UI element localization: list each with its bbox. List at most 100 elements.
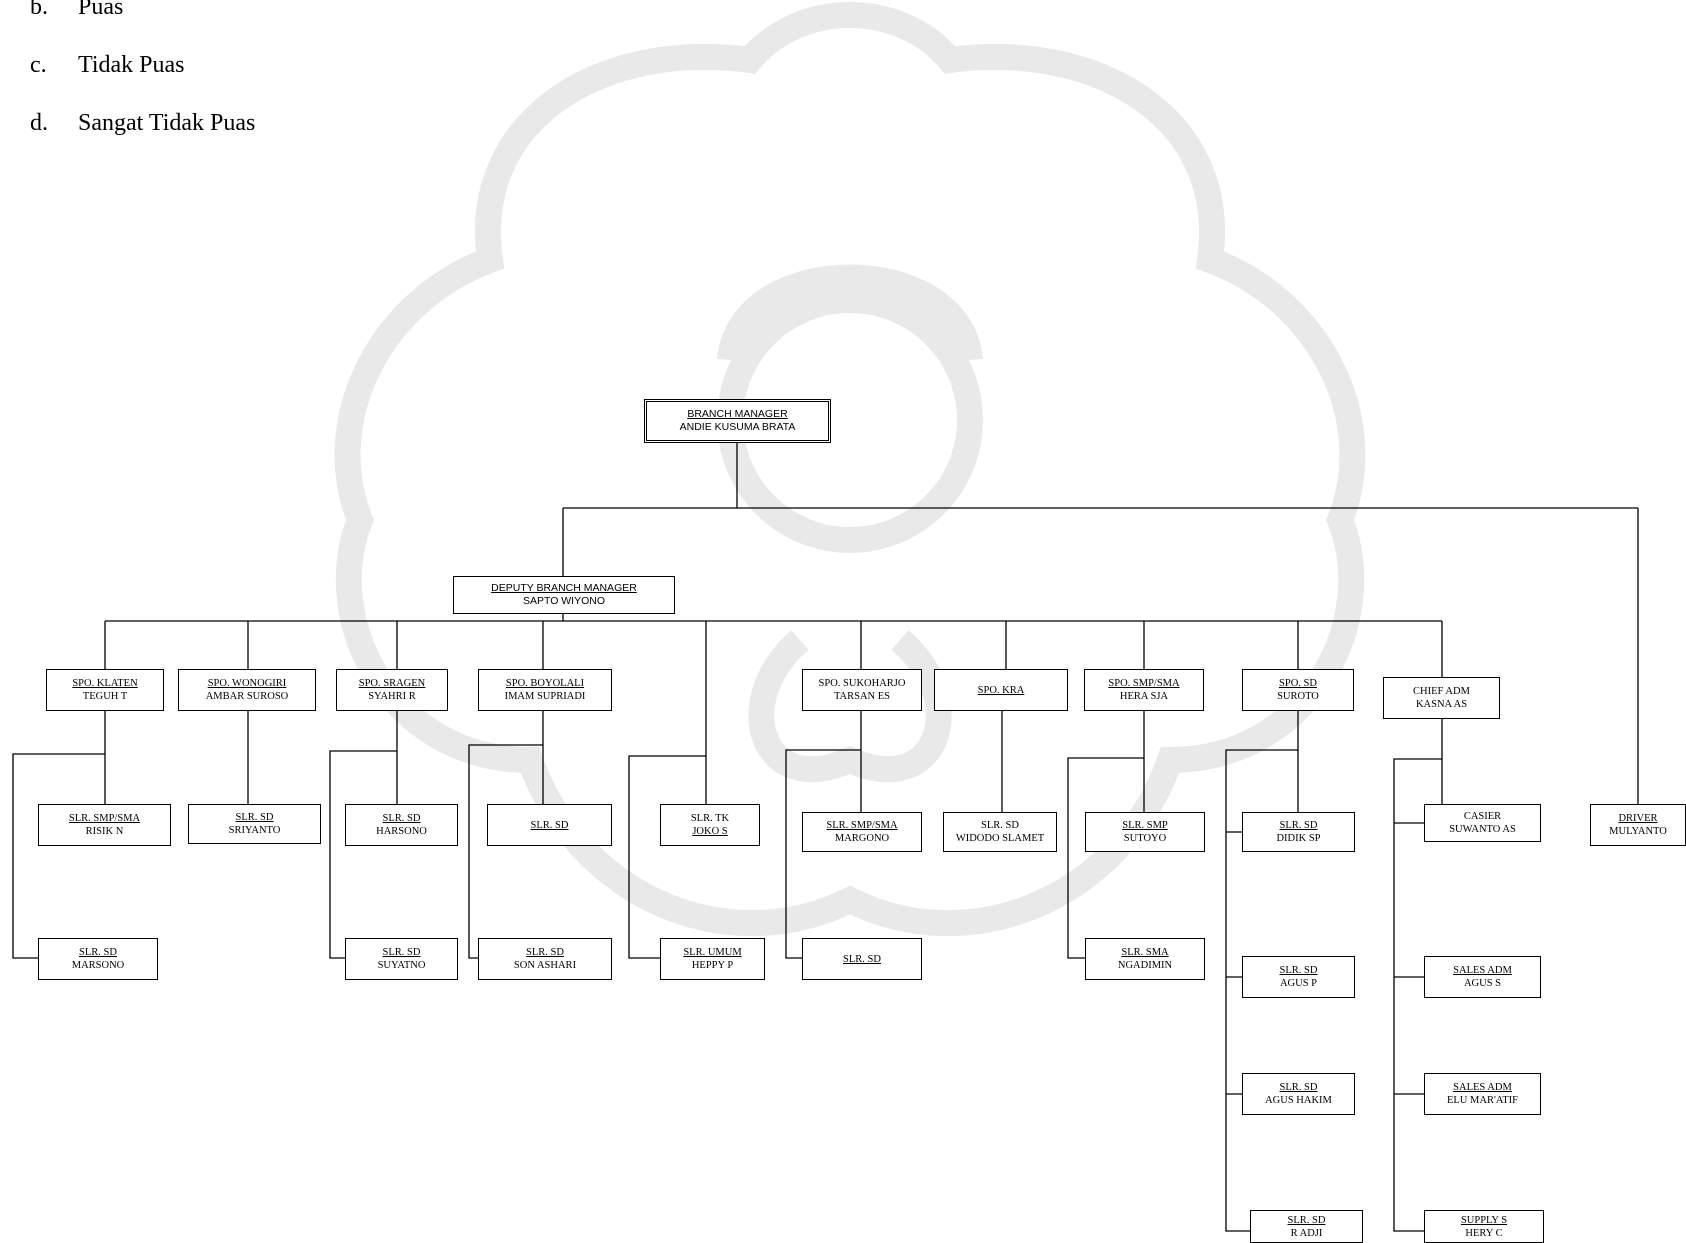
node-title: SPO. KRA — [978, 684, 1025, 697]
node-title: SPO. SD — [1279, 677, 1317, 690]
node-title: SLR. SD — [383, 812, 421, 825]
node-title: SLR. SD — [1280, 1081, 1318, 1094]
node-title: SLR. SD — [526, 946, 564, 959]
node-title: SLR. TK — [691, 812, 729, 825]
node-name: ELU MAR'ATIF — [1447, 1094, 1518, 1107]
node-driver: DRIVER MULYANTO — [1590, 804, 1686, 846]
node-name: WIDODO SLAMET — [956, 832, 1044, 845]
node-name: AMBAR SUROSO — [206, 690, 289, 703]
node-title: SUPPLY S — [1461, 1214, 1507, 1227]
node-title: SPO. BOYOLALI — [506, 677, 584, 690]
node-title: DEPUTY BRANCH MANAGER — [491, 582, 637, 595]
node-title: SLR. SMP/SMA — [826, 819, 897, 832]
node-name: SUYATNO — [378, 959, 426, 972]
node-title: SPO. SMP/SMA — [1108, 677, 1179, 690]
node-name: KASNA AS — [1416, 698, 1467, 711]
node-staff: CASIERSUWANTO AS — [1424, 804, 1541, 842]
node-name: ANDIE KUSUMA BRATA — [680, 421, 796, 434]
node-name: SUROTO — [1277, 690, 1319, 703]
node-title: SLR. SD — [843, 953, 881, 966]
node-name: HEPPY P — [692, 959, 733, 972]
node-title: SPO. SRAGEN — [359, 677, 426, 690]
node-name: HERA SJA — [1120, 690, 1168, 703]
node-name: IMAM SUPRIADI — [505, 690, 586, 703]
node-name: MARGONO — [835, 832, 889, 845]
node-title: SLR. SMP — [1122, 819, 1168, 832]
node-name: TARSAN ES — [834, 690, 890, 703]
node-name: SYAHRI R — [368, 690, 416, 703]
node-title: SLR. SD — [531, 819, 569, 832]
node-title: SLR. SD — [79, 946, 117, 959]
node-title: SLR. SD — [236, 811, 274, 824]
node-name: SUTOYO — [1124, 832, 1166, 845]
node-name: JOKO S — [692, 825, 727, 838]
node-chief-adm: CHIEF ADMKASNA AS — [1383, 677, 1500, 719]
node-deputy-branch-manager: DEPUTY BRANCH MANAGER SAPTO WIYONO — [453, 576, 675, 614]
node-title: SLR. UMUM — [683, 946, 741, 959]
node-title: SPO. KLATEN — [72, 677, 137, 690]
node-title: SALES ADM — [1453, 1081, 1512, 1094]
node-staff: SLR. SD — [487, 804, 612, 846]
node-name: HERY C — [1465, 1227, 1502, 1240]
node-title: SLR. SD — [383, 946, 421, 959]
node-name: SRIYANTO — [229, 824, 281, 837]
node-name: MARSONO — [72, 959, 125, 972]
node-name: MULYANTO — [1609, 825, 1667, 838]
node-name: R ADJI — [1291, 1227, 1323, 1240]
node-name: SON ASHARI — [514, 959, 576, 972]
node-name: NGADIMIN — [1118, 959, 1172, 972]
node-spo-kra: SPO. KRA — [934, 669, 1068, 711]
node-name: TEGUH T — [83, 690, 127, 703]
node-name: AGUS P — [1280, 977, 1317, 990]
node-title: SLR. SD — [1280, 819, 1318, 832]
node-title: SLR. SD — [981, 819, 1019, 832]
node-title: SLR. SMP/SMA — [69, 812, 140, 825]
node-title: SLR. SD — [1280, 964, 1318, 977]
node-title: SLR. SMA — [1121, 946, 1168, 959]
node-staff: SLR. SD — [802, 938, 922, 980]
node-title: BRANCH MANAGER — [687, 408, 787, 421]
node-name: HARSONO — [376, 825, 427, 838]
node-title: CHIEF ADM — [1413, 685, 1470, 698]
node-name: DIDIK SP — [1276, 832, 1320, 845]
node-name: SAPTO WIYONO — [523, 595, 605, 608]
node-title: SLR. SD — [1288, 1214, 1326, 1227]
node-title: SALES ADM — [1453, 964, 1512, 977]
node-name: RISIK N — [86, 825, 124, 838]
node-staff: SLR. SDDIDIK SP — [1242, 812, 1355, 852]
node-branch-manager: BRANCH MANAGER ANDIE KUSUMA BRATA — [644, 399, 831, 443]
node-name: SUWANTO AS — [1449, 823, 1516, 836]
node-name: AGUS S — [1464, 977, 1501, 990]
node-title: DRIVER — [1618, 812, 1657, 825]
node-title: CASIER — [1464, 810, 1501, 823]
node-name: AGUS HAKIM — [1265, 1094, 1332, 1107]
node-title: SPO. SUKOHARJO — [819, 677, 906, 690]
node-staff: SLR. SDR ADJI — [1250, 1210, 1363, 1243]
node-title: SPO. WONOGIRI — [208, 677, 287, 690]
